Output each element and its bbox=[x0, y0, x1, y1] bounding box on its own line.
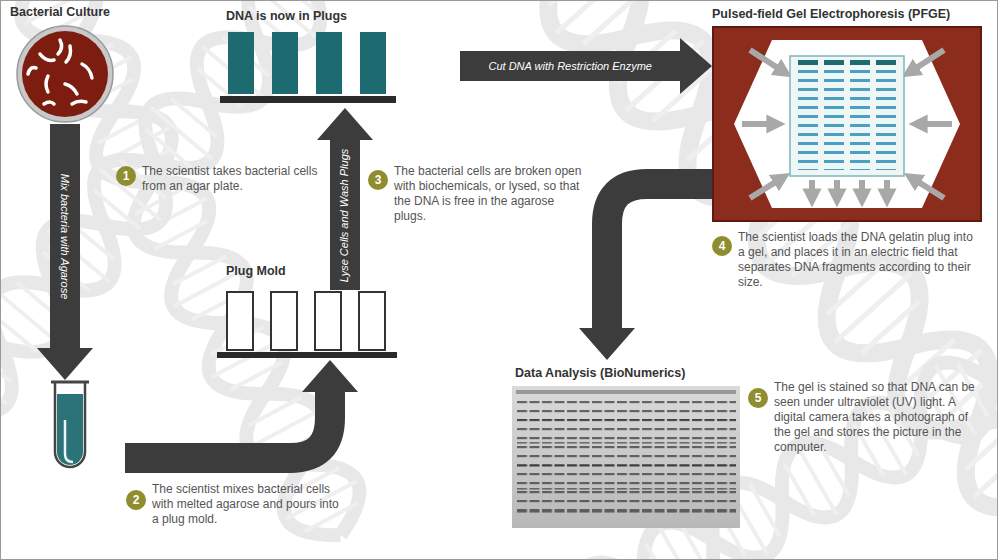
arrow-head bbox=[680, 38, 712, 94]
step-number: 5 bbox=[748, 388, 768, 408]
analysis-stage: Data Analysis (BioNumerics)5The gel is s… bbox=[512, 360, 742, 528]
step-description: The scientist takes bacterial cells from… bbox=[142, 164, 322, 194]
culture-stage: Bacterial Culture1The scientist takes ba… bbox=[10, 24, 120, 124]
arrow-shaft bbox=[125, 388, 330, 458]
plug-mold bbox=[215, 290, 415, 360]
agarose-plugs bbox=[220, 32, 460, 108]
arrow-head bbox=[579, 328, 635, 360]
arrow-label: Lyse Cells and Wash Plugs bbox=[338, 148, 351, 282]
flow-arrow bbox=[125, 360, 358, 458]
stage-heading: Bacterial Culture bbox=[10, 5, 110, 20]
arrow-shaft bbox=[607, 184, 712, 332]
step-description: The scientist mixes bacterial cells with… bbox=[152, 482, 347, 527]
step-description: The gel is stained so that DNA can be se… bbox=[774, 380, 986, 455]
tube-stage: 2The scientist mixes bacterial cells wit… bbox=[45, 380, 125, 475]
step-number: 2 bbox=[126, 490, 146, 510]
arrow-label: Cut DNA with Restriction Enzyme bbox=[489, 60, 652, 73]
step-number: 4 bbox=[712, 236, 732, 256]
flow-arrow bbox=[317, 108, 373, 290]
arrow-head bbox=[37, 348, 93, 380]
stage-heading: Data Analysis (BioNumerics) bbox=[515, 366, 685, 381]
flow-arrow bbox=[460, 38, 712, 94]
petri-dish bbox=[10, 24, 120, 124]
plugs-stage: DNA is now in Plugs3The bacterial cells … bbox=[220, 32, 460, 108]
arrow-head bbox=[302, 360, 358, 392]
arrow-shaft bbox=[50, 124, 80, 352]
flow-arrow bbox=[37, 124, 93, 380]
plug-mold-stage: Plug Mold bbox=[215, 290, 415, 360]
arrow-shaft bbox=[460, 51, 684, 81]
flow-arrow bbox=[579, 184, 712, 360]
arrow-shaft bbox=[330, 136, 360, 290]
arrow-head bbox=[317, 108, 373, 140]
pfge-stage: Pulsed-field Gel Electrophoresis (PFGE)4… bbox=[712, 26, 982, 222]
stage-heading: Plug Mold bbox=[226, 264, 286, 279]
stage-heading: DNA is now in Plugs bbox=[226, 9, 347, 24]
gel-photograph bbox=[512, 360, 742, 528]
step-number: 3 bbox=[368, 170, 388, 190]
pfge-apparatus bbox=[712, 26, 982, 222]
arrow-label: Mix bacteria with Agarose bbox=[58, 173, 71, 299]
step-number: 1 bbox=[116, 166, 136, 186]
agarose-tube bbox=[45, 380, 125, 475]
step-description: The scientist loads the DNA gelatin plug… bbox=[738, 230, 973, 290]
stage-heading: Pulsed-field Gel Electrophoresis (PFGE) bbox=[712, 7, 950, 22]
step-description: The bacterial cells are broken open with… bbox=[394, 164, 582, 224]
